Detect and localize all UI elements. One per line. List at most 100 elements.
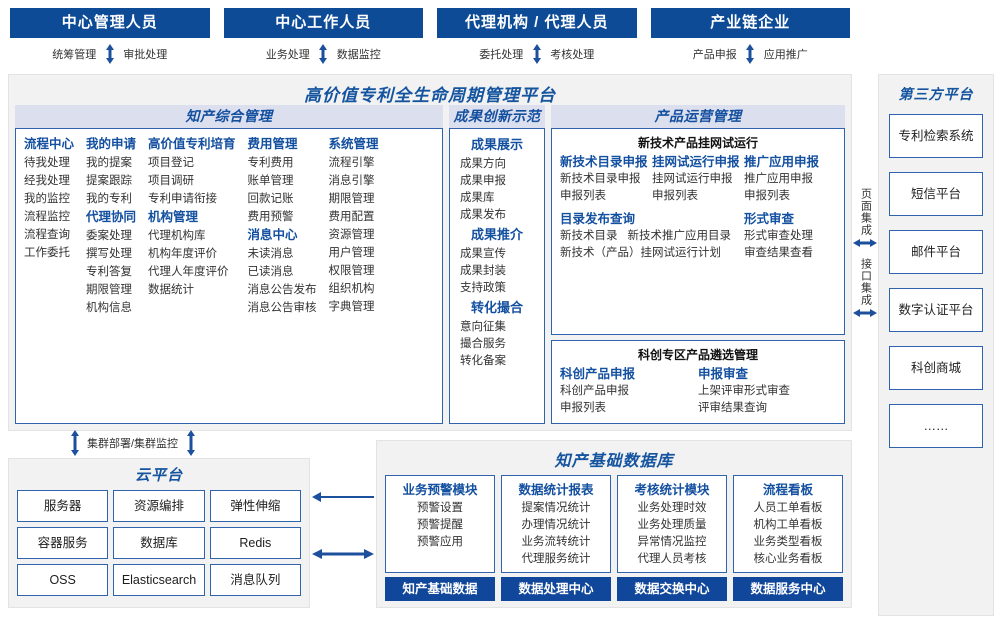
group-item[interactable]: 流程引擎	[328, 157, 375, 169]
group-item[interactable]: 转化备案	[460, 355, 506, 367]
group-item[interactable]: 撰写处理	[86, 248, 133, 260]
group-title[interactable]: 我的申请	[86, 137, 137, 151]
third-party-item[interactable]: ……	[889, 404, 983, 448]
group-title[interactable]: 形式审查	[744, 212, 795, 226]
group-item[interactable]: 流程监控	[24, 211, 70, 223]
group-title[interactable]: 成果推介	[470, 227, 523, 242]
database-card-item[interactable]: 提案情况统计	[521, 502, 591, 514]
third-party-item[interactable]: 专利检索系统	[889, 114, 983, 158]
group-item[interactable]: 新技术推广应用目录	[627, 230, 732, 242]
cloud-item[interactable]: Elasticsearch	[113, 564, 205, 596]
group-item[interactable]: 意向征集	[460, 321, 506, 333]
database-footer[interactable]: 数据服务中心	[733, 577, 843, 601]
database-card-item[interactable]: 业务流转统计	[521, 536, 591, 548]
database-card-item[interactable]: 核心业务看板	[753, 553, 823, 565]
group-item[interactable]: 消息引擎	[328, 175, 375, 187]
group-item[interactable]: 机构年度评价	[148, 248, 218, 260]
group-item[interactable]: 代理机构库	[148, 230, 206, 242]
third-party-item[interactable]: 科创商城	[889, 346, 983, 390]
database-card-item[interactable]: 代理服务统计	[521, 553, 591, 565]
database-card-item[interactable]: 预警提醒	[417, 519, 463, 531]
group-item[interactable]: 组织机构	[328, 283, 375, 295]
group-item[interactable]: 推广应用申报	[744, 173, 813, 185]
group-item[interactable]: 支持政策	[460, 282, 506, 294]
group-item[interactable]: 专利答复	[86, 266, 133, 278]
group-title[interactable]: 费用管理	[247, 137, 298, 151]
group-title[interactable]: 新技术目录申报	[560, 155, 648, 169]
group-item[interactable]: 申报列表	[560, 402, 606, 414]
group-title[interactable]: 高价值专利培育	[148, 137, 236, 151]
third-party-item[interactable]: 数字认证平台	[889, 288, 983, 332]
group-item[interactable]: 未读消息	[247, 248, 294, 260]
group-item[interactable]: 代理人年度评价	[148, 266, 229, 278]
database-card-item[interactable]: 预警应用	[417, 536, 463, 548]
cloud-item[interactable]: 数据库	[113, 527, 205, 559]
database-card-item[interactable]: 业务处理时效	[637, 502, 707, 514]
group-item[interactable]: 已读消息	[247, 266, 294, 278]
database-card-item[interactable]: 机构工单看板	[753, 519, 823, 531]
group-item[interactable]: 新技术目录	[560, 230, 618, 242]
cloud-item[interactable]: 容器服务	[17, 527, 109, 559]
group-item[interactable]: 成果库	[460, 192, 495, 204]
group-item[interactable]: 我的提案	[86, 157, 133, 169]
group-item[interactable]: 上架评审形式审查	[698, 385, 790, 397]
group-title[interactable]: 推广应用申报	[744, 155, 820, 169]
group-item[interactable]: 申报列表	[744, 190, 790, 202]
group-item[interactable]: 用户管理	[328, 247, 375, 259]
database-card-item[interactable]: 业务类型看板	[753, 536, 823, 548]
group-item[interactable]: 成果封装	[460, 265, 506, 277]
third-party-item[interactable]: 邮件平台	[889, 230, 983, 274]
group-item[interactable]: 科创产品申报	[560, 385, 629, 397]
group-item[interactable]: 新技术目录申报	[560, 173, 641, 185]
group-item[interactable]: 经我处理	[24, 175, 70, 187]
group-item[interactable]: 期限管理	[86, 284, 133, 296]
group-item[interactable]: 回款记账	[247, 193, 294, 205]
group-item[interactable]: 字典管理	[328, 301, 375, 313]
group-title[interactable]: 机构管理	[148, 210, 199, 224]
group-item[interactable]: 项目调研	[148, 175, 195, 187]
group-item[interactable]: 数据统计	[148, 284, 195, 296]
database-card-item[interactable]: 业务处理质量	[637, 519, 707, 531]
group-item[interactable]: 我的监控	[24, 193, 70, 205]
group-item[interactable]: 挂网试运行申报	[652, 173, 733, 185]
group-title[interactable]: 系统管理	[328, 137, 379, 151]
database-footer[interactable]: 知产基础数据	[385, 577, 495, 601]
database-card-item[interactable]: 办理情况统计	[521, 519, 591, 531]
group-item[interactable]: 成果宣传	[460, 248, 506, 260]
group-item[interactable]: 期限管理	[328, 193, 375, 205]
third-party-item[interactable]: 短信平台	[889, 172, 983, 216]
database-footer[interactable]: 数据交换中心	[617, 577, 727, 601]
cloud-item[interactable]: Redis	[209, 527, 301, 559]
group-item[interactable]: 审查结果查看	[744, 247, 813, 259]
group-item[interactable]: 专利费用	[247, 157, 294, 169]
group-item[interactable]: 形式审查处理	[744, 230, 813, 242]
group-item[interactable]: 委案处理	[86, 230, 133, 242]
group-item[interactable]: 提案跟踪	[86, 175, 133, 187]
cloud-item[interactable]: 弹性伸缩	[209, 490, 301, 522]
group-item[interactable]: 申报列表	[652, 190, 698, 202]
group-item[interactable]: 消息公告审核	[247, 302, 317, 314]
database-card-item[interactable]: 异常情况监控	[637, 536, 707, 548]
group-item[interactable]: 成果方向	[460, 158, 506, 170]
group-title[interactable]: 成果展示	[470, 137, 523, 152]
group-item[interactable]: 资源管理	[328, 229, 375, 241]
database-card-item[interactable]: 预警设置	[417, 502, 463, 514]
group-item[interactable]: 机构信息	[86, 302, 133, 314]
group-item[interactable]: 成果申报	[460, 175, 506, 187]
group-item[interactable]: 专利申请衔接	[148, 193, 218, 205]
group-item[interactable]: 费用配置	[328, 211, 375, 223]
cloud-item[interactable]: 服务器	[17, 490, 109, 522]
group-item[interactable]: 消息公告发布	[247, 284, 317, 296]
database-card-item[interactable]: 人员工单看板	[753, 502, 823, 514]
group-item[interactable]: 费用预警	[247, 211, 294, 223]
group-title[interactable]: 目录发布查询	[560, 212, 636, 226]
group-item[interactable]: 工作委托	[24, 247, 70, 259]
group-item[interactable]: 申报列表	[560, 190, 606, 202]
group-item[interactable]: 流程查询	[24, 229, 70, 241]
group-title[interactable]: 申报审查	[698, 367, 749, 381]
group-item[interactable]: 项目登记	[148, 157, 195, 169]
group-item[interactable]: 账单管理	[247, 175, 294, 187]
database-card-item[interactable]: 代理人员考核	[637, 553, 707, 565]
group-title[interactable]: 代理协同	[86, 210, 137, 224]
group-item[interactable]: 评审结果查询	[698, 402, 767, 414]
